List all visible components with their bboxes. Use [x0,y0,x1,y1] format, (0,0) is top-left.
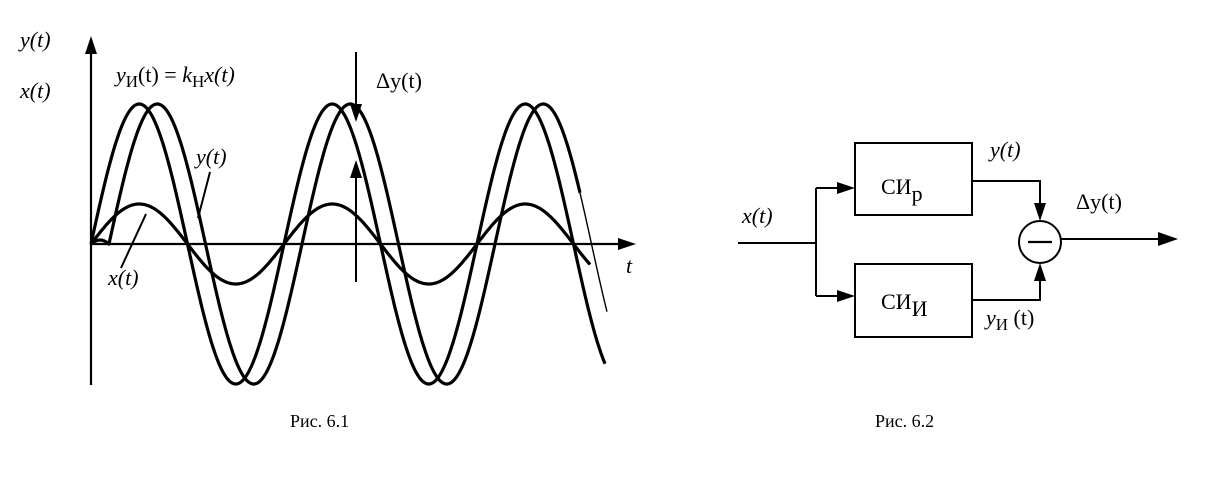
y-curve-label: y(t) [194,144,227,169]
real-output-arrowhead [1034,203,1046,221]
real-output-label: y(t) [988,137,1021,162]
ideal-output-equation: yИ(t) = kНx(t) [114,62,235,91]
time-axis-label: t [626,253,633,278]
y-curve-leader [197,171,211,219]
vertical-axis-label-x: x(t) [19,78,51,103]
delta-arrow-down-head [350,104,362,122]
real-instrument-block [854,142,973,216]
error-output-label: Δy(t) [1076,189,1122,214]
ideal-output-curve [89,102,607,386]
ideal-output-label: yИ (t) [984,305,1034,334]
real-instrument-label: СИр [881,174,923,206]
branch-to-ideal-arrowhead [837,290,855,302]
figure-6-2: СИр СИИ x(t) y(t) yИ (t) Δy(t) Рис. 6.2 [738,137,1178,431]
real-output-curve [89,102,582,386]
ideal-output-line [972,277,1041,301]
x-curve-leader [120,213,147,269]
delta-y-label: Δy(t) [376,68,422,93]
figure-6-2-caption: Рис. 6.2 [875,411,934,431]
error-output-arrowhead [1158,232,1178,246]
figure-6-1: y(t) x(t) t yИ(t) = kНx(t) Δy(t) y(t) x(… [18,27,636,431]
real-output-line [972,180,1041,207]
vertical-axis-arrowhead [85,36,97,54]
real-output-curve-tail [579,192,608,312]
input-label: x(t) [741,203,773,228]
ideal-instrument-label: СИИ [881,289,928,321]
delta-arrow-up-head [350,160,362,178]
ideal-output-arrowhead [1034,263,1046,281]
vertical-axis-label-y: y(t) [18,27,51,52]
figure-6-1-caption: Рис. 6.1 [290,411,349,431]
input-signal-curve [89,202,592,286]
branch-to-real-arrowhead [837,182,855,194]
x-curve-label: x(t) [107,265,139,290]
time-axis-arrowhead [618,238,636,250]
